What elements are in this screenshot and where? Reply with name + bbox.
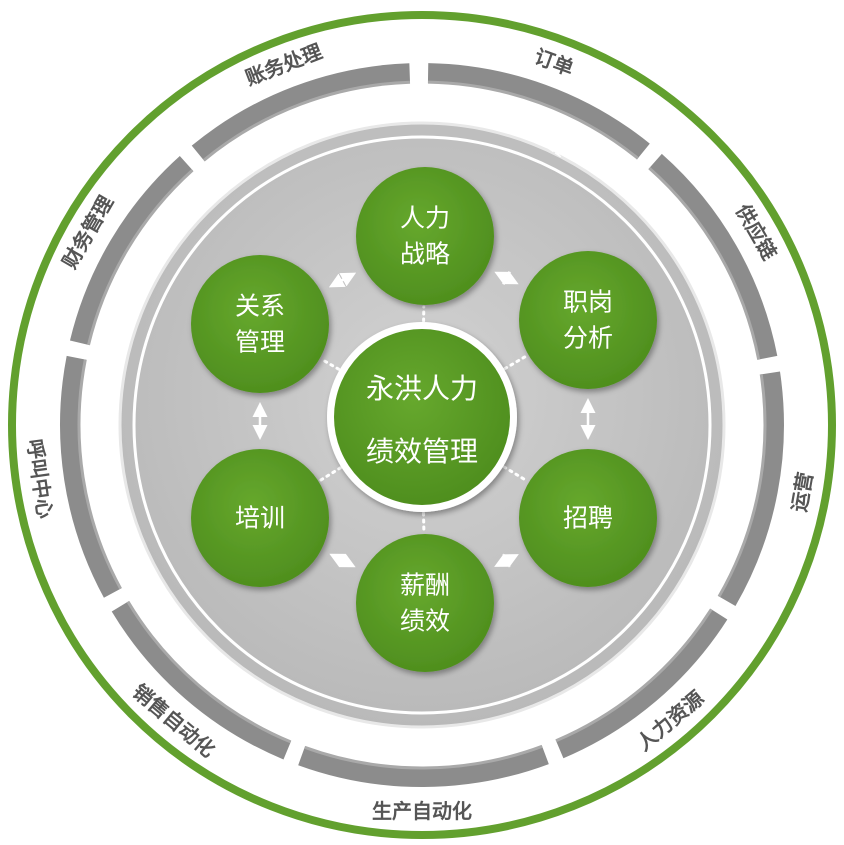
node-training: 培训 [191,449,329,587]
node-label: 招聘 [563,504,613,533]
ring-segment-band [718,371,784,606]
outer-segment-ring [60,63,784,788]
ring-segment-band [191,63,411,162]
ring-segment-band [298,745,549,788]
node-circle [519,449,657,587]
node-label: 人力 [400,204,450,233]
connector-line [318,466,342,482]
node-circle [356,167,494,305]
node-circle [191,255,329,393]
outer-green-ring [8,11,836,839]
node-label: 薪酬 [400,571,450,600]
node-label: 战略 [400,240,450,269]
connector-line [320,357,341,371]
ring-segment-highlight [87,168,194,346]
double-arrow [329,553,356,568]
inner-disc-ring [132,135,712,715]
node-circle [191,449,329,587]
node-label: 绩效 [400,607,450,636]
double-arrow [494,553,519,568]
node-label: 培训 [235,504,285,533]
center-line-1: 永洪人力 [366,372,478,405]
center-node: 永洪人力 绩效管理 [327,322,517,512]
connector-line [503,354,529,371]
ring-segment-highlight [202,80,411,162]
node-circle [356,534,494,672]
ring-label: 生产自动化 [372,799,472,823]
ring-segment-highlight [555,608,713,743]
ring-segment-highlight [126,600,292,744]
ring-label: 订单 [531,44,577,80]
double-arrow [328,272,357,288]
node-label: 分析 [563,324,613,353]
ring-segment-highlight [648,166,761,360]
ring-segment-band [60,355,122,598]
connector-line [502,465,529,483]
ring-label: 呼叫中心 [22,437,57,520]
center-connectors [318,305,529,534]
ring-segment-band [555,608,728,759]
node-label: 职岗 [563,288,613,317]
center-line-2: 绩效管理 [366,435,478,468]
ring-label: 运营 [787,470,818,514]
ring-segment-highlight [304,744,543,770]
ring-segment-band [427,63,650,160]
ring-segment-band [111,601,292,760]
ring-segment-band [648,153,778,360]
node-circle [519,251,657,389]
node-recruitment: 招聘 [519,449,657,587]
ring-segment-band [69,155,194,346]
ring-segment-highlight [717,374,767,598]
ring-segment-highlight [77,359,122,590]
node-arrows [252,270,596,568]
node-label: 管理 [235,328,285,357]
ring-segment-highlight [427,80,639,160]
double-arrow [494,270,519,286]
node-label: 关系 [235,292,285,321]
